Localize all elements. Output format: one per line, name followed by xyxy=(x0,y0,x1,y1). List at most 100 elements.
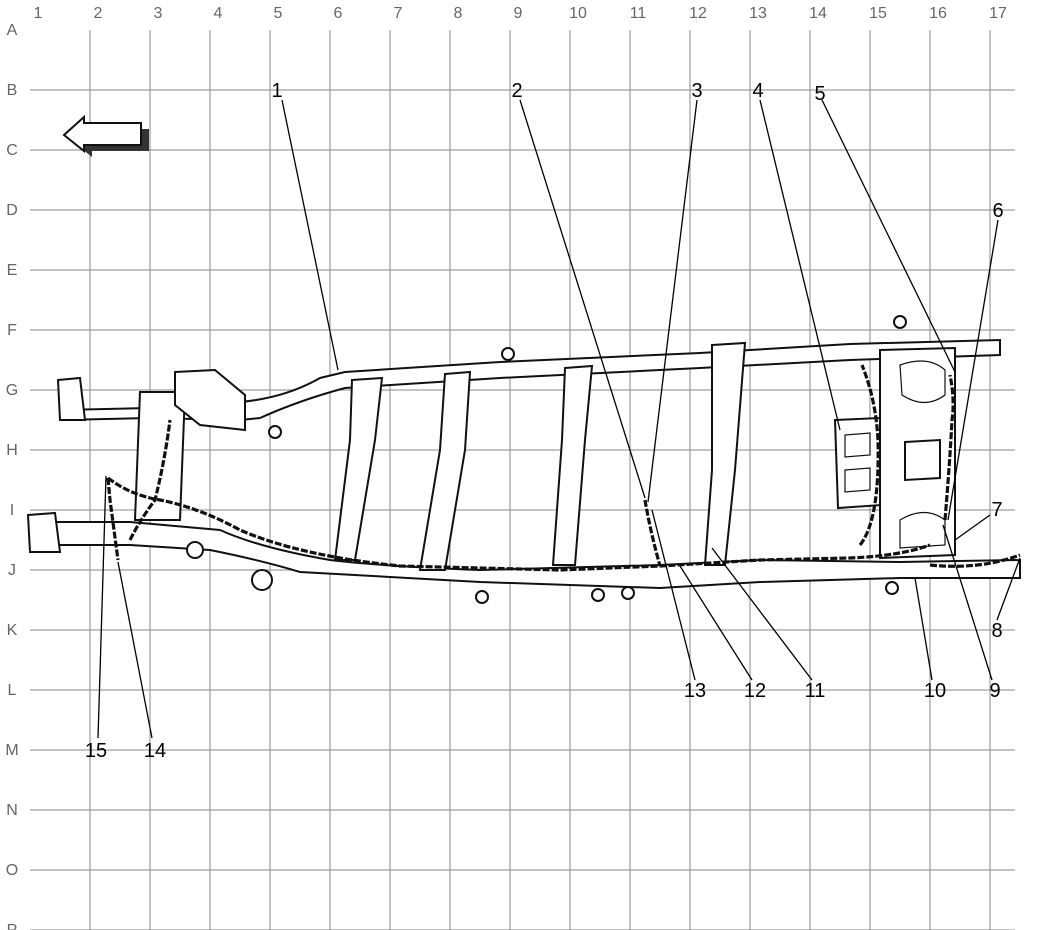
leader-15 xyxy=(97,475,107,739)
callout-3: 3 xyxy=(691,80,702,102)
crossmember-4 xyxy=(703,341,747,566)
column-label: 5 xyxy=(274,5,283,22)
callout-9: 9 xyxy=(989,680,1000,702)
callout-6: 6 xyxy=(992,200,1003,222)
callout-labels: 1 2 3 4 5 6 7 8 9 10 11 12 13 14 15 xyxy=(85,80,1004,762)
column-label: 3 xyxy=(154,5,163,22)
callout-4: 4 xyxy=(752,80,763,102)
body-mount xyxy=(885,581,899,595)
column-label: 12 xyxy=(689,5,707,22)
row-label: O xyxy=(6,862,18,879)
row-label: L xyxy=(8,682,17,699)
row-label: C xyxy=(6,142,18,159)
arrow-left-icon xyxy=(62,114,149,157)
row-label: N xyxy=(6,802,18,819)
column-label: 14 xyxy=(809,5,827,22)
wiring-harness xyxy=(106,364,1021,572)
column-label: 9 xyxy=(514,5,523,22)
leader-6 xyxy=(947,219,999,521)
frame-rail-lower xyxy=(29,520,1021,590)
row-label: K xyxy=(7,622,18,639)
body-mount xyxy=(501,347,515,361)
row-label: P xyxy=(7,922,18,930)
row-label: A xyxy=(7,22,18,39)
leader-4 xyxy=(759,99,841,431)
rear-bracket xyxy=(833,416,884,510)
frame-rail-upper xyxy=(61,338,1001,422)
column-label: 11 xyxy=(630,5,647,22)
body-mount xyxy=(268,425,282,439)
callout-8: 8 xyxy=(991,620,1002,642)
leader-lines xyxy=(97,99,1021,739)
leader-2 xyxy=(519,99,646,499)
column-label: 7 xyxy=(394,5,403,22)
leader-8 xyxy=(996,557,1021,621)
leader-9 xyxy=(942,524,993,681)
leader-11 xyxy=(711,547,813,681)
body-mount xyxy=(475,590,489,604)
front-crossmember xyxy=(133,391,187,521)
row-label: B xyxy=(7,82,18,99)
rear-pad xyxy=(904,438,941,482)
harness-tail xyxy=(929,553,1021,568)
crossmember-2 xyxy=(418,370,472,571)
harness-center-branch xyxy=(643,499,662,567)
body-mount xyxy=(186,541,204,559)
leader-12 xyxy=(679,565,753,681)
column-label: 4 xyxy=(214,5,223,22)
row-label: J xyxy=(8,562,16,579)
front-bumper-mount-lower xyxy=(26,511,62,553)
column-label: 13 xyxy=(749,5,767,22)
vehicle-frame xyxy=(26,315,1021,604)
callout-11: 11 xyxy=(805,680,826,702)
front-bumper-mount-upper xyxy=(56,376,87,421)
row-label: G xyxy=(6,382,18,399)
callout-2: 2 xyxy=(511,80,522,102)
row-labels: ABCDEFGHIJKLMNOP xyxy=(5,22,18,930)
callout-12: 12 xyxy=(744,680,766,702)
callout-15: 15 xyxy=(85,740,107,762)
column-label: 10 xyxy=(569,5,587,22)
harness-rear-right xyxy=(943,374,955,521)
column-label: 16 xyxy=(929,5,947,22)
column-label: 8 xyxy=(454,5,463,22)
leader-10 xyxy=(914,577,933,681)
row-label: D xyxy=(6,202,18,219)
column-label: 1 xyxy=(34,5,43,22)
harness-rear-branch xyxy=(858,364,880,546)
row-label: H xyxy=(6,442,18,459)
crossmember-1 xyxy=(333,376,384,561)
callout-13: 13 xyxy=(684,680,706,702)
row-label: M xyxy=(5,742,18,759)
callout-1: 1 xyxy=(271,80,282,102)
callout-7: 7 xyxy=(991,499,1002,521)
rear-cutout-upper xyxy=(899,360,946,404)
leader-3 xyxy=(647,99,698,503)
leader-13 xyxy=(651,509,696,681)
column-label: 15 xyxy=(869,5,887,22)
harness-front-branch xyxy=(128,419,172,541)
harness-main-lower xyxy=(107,476,931,572)
body-mount xyxy=(591,588,605,602)
column-label: 17 xyxy=(989,5,1007,22)
column-label: 6 xyxy=(334,5,343,22)
body-mount xyxy=(893,315,907,329)
harness-drop xyxy=(106,477,120,561)
leader-1 xyxy=(281,99,339,371)
front-bracket xyxy=(174,368,246,432)
callout-10: 10 xyxy=(924,680,946,702)
leader-7 xyxy=(954,514,991,541)
leader-5 xyxy=(821,99,956,373)
body-mount xyxy=(621,586,635,600)
rear-cutout-lower xyxy=(899,511,946,549)
rear-bracket-detail xyxy=(844,432,871,493)
column-label: 2 xyxy=(94,5,103,22)
callout-5: 5 xyxy=(814,83,825,105)
row-label: E xyxy=(7,262,18,279)
row-label: I xyxy=(10,502,14,519)
crossmember-3 xyxy=(551,364,594,566)
body-mount xyxy=(251,569,273,591)
leader-14 xyxy=(117,561,153,739)
